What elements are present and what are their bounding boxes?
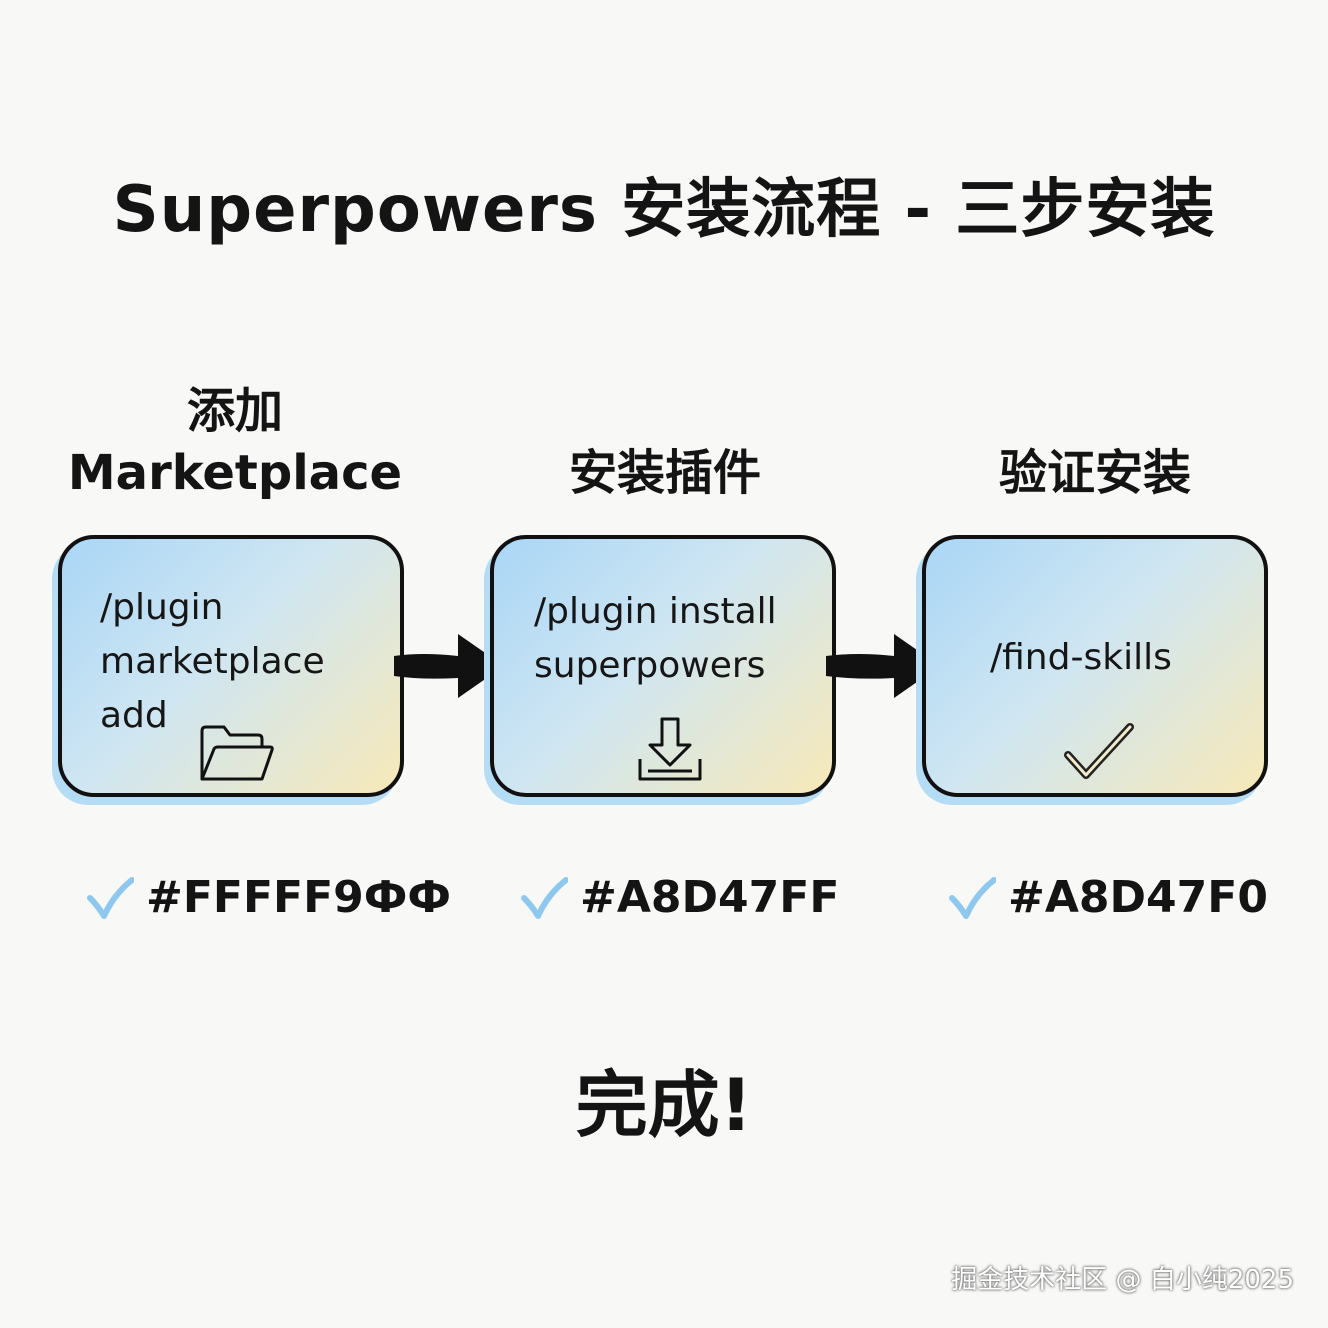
step-1-label-line-2: Marketplace (67, 445, 403, 501)
step-2-command-line-1: /plugin install (534, 591, 777, 632)
watermark: 掘金技术社区 @ 白小纯2025 (951, 1265, 1294, 1295)
step-1-command-line-1: /plugin (100, 587, 224, 628)
step-3-code: #A8D47F0 (948, 866, 1268, 926)
step-3-label-line-1: 验证安装 (998, 445, 1191, 501)
step-3-label: 验证安装 (920, 442, 1270, 504)
check-icon-3 (949, 877, 996, 919)
step-3-card: /find-skills (922, 535, 1268, 797)
step-2-card: /plugin install superpowers (490, 535, 836, 797)
check-icon-2 (521, 877, 568, 919)
download-icon (636, 715, 704, 789)
step-2-code: #A8D47FF (520, 866, 839, 926)
step-1-command-line-2: marketplace (100, 641, 325, 682)
arrow-right-2 (824, 628, 944, 708)
step-2-label: 安装插件 (490, 442, 840, 504)
step-2-label-line-1: 安装插件 (568, 445, 761, 501)
step-1-command: /plugin marketplace add (100, 581, 325, 743)
step-1-code: #FFFFF9ФФ (86, 866, 451, 926)
step-1-label: 添加 Marketplace (50, 380, 420, 504)
checkmark-icon (1064, 721, 1134, 785)
step-3-code-text: #A8D47F0 (1008, 872, 1268, 923)
step-1-card: /plugin marketplace add (58, 535, 404, 797)
done-text: 完成! (575, 1063, 753, 1147)
step-2-code-text: #A8D47FF (580, 872, 840, 923)
check-icon-1 (87, 877, 134, 919)
step-2-command-line-2: superpowers (534, 645, 766, 686)
step-3-command-line-1: /find-skills (990, 637, 1172, 678)
diagram-title: Superpowers 安装流程 - 三步安装 (112, 173, 1216, 247)
step-1-code-text: #FFFFF9ФФ (146, 872, 452, 923)
step-1-label-line-1: 添加 (186, 383, 283, 439)
step-3-command: /find-skills (990, 631, 1172, 685)
step-1-command-line-3: add (100, 695, 168, 736)
folder-icon (198, 723, 276, 789)
arrow-right-1 (392, 628, 508, 708)
step-2-command: /plugin install superpowers (534, 585, 777, 693)
